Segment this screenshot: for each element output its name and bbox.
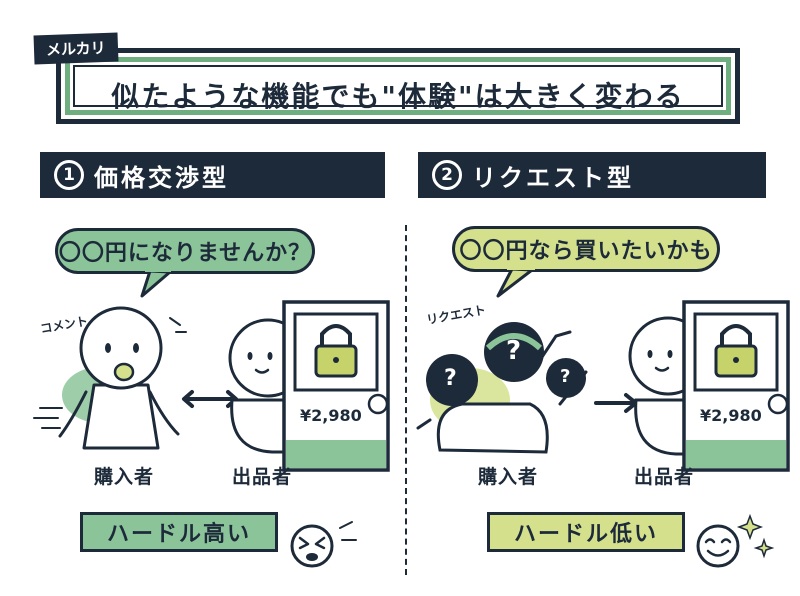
speech-bubble-request: 〇〇円なら買いたいかも [452,226,720,272]
seller-eye [247,352,253,360]
smiling-face-icon [696,524,740,568]
unknown-buyer-head [546,358,586,398]
seller-eye [647,350,653,358]
smiling-mouth [706,549,730,557]
seller-eye [667,350,673,358]
lock-icon [720,324,752,346]
buyer-eye [105,343,111,353]
page-title: 似たような機能でも"体験"は大きく変わる [111,80,685,113]
question-mark: ? [444,366,457,391]
section-title: リクエスト型 [472,163,634,192]
buyer-head [79,306,163,390]
lock-icon [320,324,352,346]
lock-keyhole-icon [333,357,339,363]
product-card-footer [686,440,786,468]
brand-tag: メルカリ [33,32,119,65]
lock-keyhole-icon [733,357,739,363]
question-mark: ? [560,366,571,387]
seller-smile [654,366,670,372]
title-frame: 似たような機能でも"体験"は大きく変わる [56,48,740,124]
raised-arm [538,330,572,362]
stressed-mouth [306,553,318,561]
sparkle-icon [753,537,775,559]
question-mark: ? [506,336,522,366]
bubble-tail [496,267,534,298]
section-header-request: 2 リクエスト型 [418,152,766,198]
hurdle-low: ハードル低い [487,512,685,552]
seller-hand [367,393,389,415]
section-title: 価格交渉型 [94,163,229,192]
product-card-footer [286,440,386,468]
speech-bubble-negotiation: 〇〇円になりませんか？ [55,228,315,274]
stress-lines [339,521,357,541]
seller-eye [267,352,273,360]
seller-label: 出品者 [232,466,293,488]
buyer-arms [58,390,180,438]
section-divider [405,225,407,575]
buyer-label: 購入者 [94,466,155,488]
unknown-buyer-head [426,354,478,406]
sweat-lines [169,317,187,333]
hurdle-high: ハードル高い [80,512,278,552]
bubble-tail [140,269,172,298]
buyer-mouth [113,362,135,382]
section-number: 1 [54,160,84,190]
stressed-eyes [298,536,326,550]
bubble-tail-cover [507,264,535,270]
unknown-buyer-band [485,333,543,351]
smiling-eyes [704,538,732,544]
buyer-label: 購入者 [478,466,539,488]
seller-smile [254,368,270,374]
buyer-body [82,383,160,450]
section-number: 2 [432,160,462,190]
seller-hand [767,393,789,415]
price-label: ¥2,980 [700,406,762,425]
buyer-eye [133,343,139,353]
price-label: ¥2,980 [300,406,362,425]
sparkle-icon [736,513,764,541]
stressed-face-icon [290,524,334,568]
motion-lines [33,407,63,429]
buyers-body [436,402,549,454]
bubble-tail-cover [145,266,171,272]
seller-label: 出品者 [634,466,695,488]
section-header-negotiation: 1 価格交渉型 [40,152,385,198]
